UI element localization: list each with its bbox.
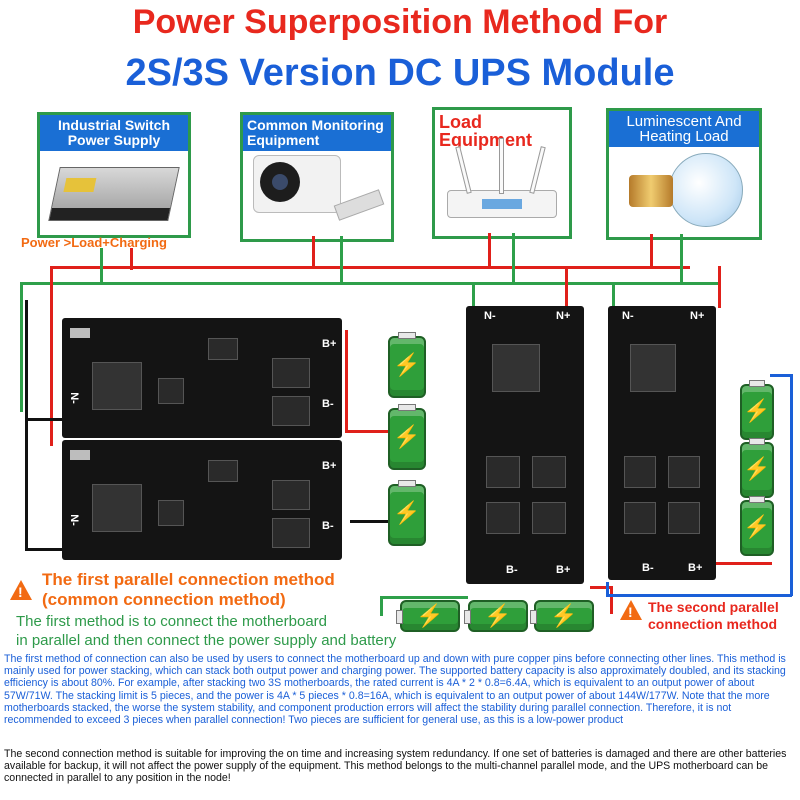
ups-board-left-top: B+ B- N- bbox=[62, 318, 342, 438]
page-title-line2: 2S/3S Version DC UPS Module bbox=[125, 52, 675, 94]
pin-bminus: B- bbox=[322, 398, 334, 410]
pin-bminus: B- bbox=[642, 562, 654, 574]
description-method1: The first method of connection can also … bbox=[4, 653, 786, 727]
battery-icon: ⚡ bbox=[464, 600, 528, 632]
pin-nminus: N- bbox=[622, 310, 634, 322]
battery-icon: ⚡ bbox=[388, 332, 426, 398]
device-label: Industrial Switch Power Supply bbox=[40, 115, 188, 151]
camera-image bbox=[253, 155, 341, 213]
battery-icon: ⚡ bbox=[396, 600, 460, 632]
camera-mount bbox=[333, 189, 385, 221]
battery-icon: ⚡ bbox=[530, 600, 594, 632]
description-method2: The second connection method is suitable… bbox=[4, 748, 787, 785]
device-luminescent: Luminescent And Heating Load bbox=[606, 108, 762, 240]
power-flow-label: Power >Load+Charging bbox=[21, 235, 167, 250]
pin-bminus: B- bbox=[506, 564, 518, 576]
device-label: Luminescent And Heating Load bbox=[609, 111, 759, 147]
device-load: Load Equipment bbox=[432, 107, 572, 239]
battery-icon: ⚡ bbox=[740, 380, 774, 440]
bulb-icon bbox=[669, 153, 743, 227]
method1-title-line2: (common connection method) bbox=[42, 590, 286, 609]
page-title-line1: Power Superposition Method For bbox=[132, 3, 668, 41]
warning-icon: ! bbox=[620, 600, 642, 620]
pin-nminus: N- bbox=[67, 392, 80, 404]
device-power-supply: Industrial Switch Power Supply bbox=[37, 112, 191, 238]
device-monitoring: Common Monitoring Equipment bbox=[240, 112, 394, 242]
battery-icon: ⚡ bbox=[740, 496, 774, 556]
pin-bplus: B+ bbox=[322, 460, 337, 472]
pin-nplus: N+ bbox=[690, 310, 705, 322]
pin-bplus: B+ bbox=[322, 338, 337, 350]
router-image bbox=[447, 190, 557, 218]
battery-icon: ⚡ bbox=[740, 438, 774, 498]
warning-icon: ! bbox=[10, 580, 32, 600]
pin-nminus: N- bbox=[67, 514, 80, 526]
method1-sub-line1: The first method is to connect the mothe… bbox=[16, 613, 327, 630]
pin-bplus: B+ bbox=[688, 562, 703, 574]
pin-bminus: B- bbox=[322, 520, 334, 532]
method1-sub-line2: in parallel and then connect the power s… bbox=[16, 632, 397, 649]
pin-bplus: B+ bbox=[556, 564, 571, 576]
device-label: Load Equipment bbox=[435, 110, 532, 152]
method2-title-line1: The second parallel bbox=[648, 599, 779, 615]
battery-icon: ⚡ bbox=[388, 480, 426, 546]
method1-title-line1: The first parallel connection method bbox=[42, 570, 335, 589]
method2-title-line2: connection method bbox=[648, 616, 778, 632]
device-label: Common Monitoring Equipment bbox=[243, 115, 391, 151]
pin-nminus: N- bbox=[484, 310, 496, 322]
ups-board-left-bottom: B+ B- N- bbox=[62, 440, 342, 560]
ups-board-right: N- N+ B- B+ bbox=[608, 306, 716, 580]
power-supply-image bbox=[48, 167, 180, 221]
ups-board-middle: N- N+ B- B+ bbox=[466, 306, 584, 584]
pin-nplus: N+ bbox=[556, 310, 571, 322]
battery-icon: ⚡ bbox=[388, 404, 426, 470]
